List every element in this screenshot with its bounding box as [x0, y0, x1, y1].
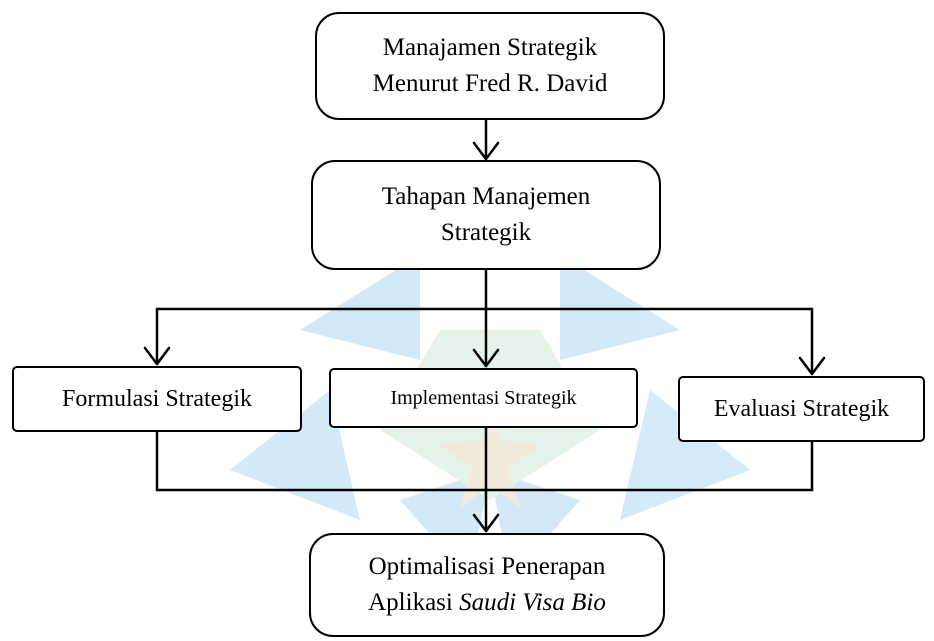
arrowhead-formulasi	[143, 346, 171, 366]
box-implementasi-label: Implementasi Strategik	[390, 386, 577, 409]
box-manajemen-line1: Manajamen Strategik	[382, 33, 598, 61]
box-tahapan-manajemen: Tahapan Manajemen Strategik	[311, 160, 661, 270]
box-formulasi-strategik: Formulasi Strategik	[12, 366, 302, 432]
arrowhead-evaluasi	[798, 356, 826, 376]
connectors	[143, 118, 826, 533]
box-implementasi-strategik: Implementasi Strategik	[329, 368, 638, 428]
box-optimalisasi-app-name: Saudi Visa Bio	[459, 589, 606, 616]
box-optimalisasi-line2: Aplikasi Saudi Visa Bio	[368, 585, 606, 621]
box-optimalisasi-line1: Optimalisasi Penerapan	[368, 552, 606, 580]
arrowhead-optimalisasi	[472, 513, 500, 533]
box-optimalisasi-line2-plain: Aplikasi	[368, 589, 460, 616]
box-optimalisasi-penerapan: Optimalisasi Penerapan Aplikasi Saudi Vi…	[309, 533, 665, 637]
arrowhead-implementasi	[472, 348, 500, 368]
box-evaluasi-label: Evaluasi Strategik	[713, 395, 890, 422]
box-formulasi-label: Formulasi Strategik	[62, 385, 252, 412]
arrowhead-tahapan	[472, 141, 500, 161]
box-manajemen-line2: Menurut Fred R. David	[372, 70, 608, 97]
box-evaluasi-strategik: Evaluasi Strategik	[678, 376, 925, 442]
box-tahapan-line1: Tahapan Manajemen	[381, 182, 591, 210]
box-tahapan-line2: Strategik	[440, 219, 532, 246]
box-manajemen-strategik: Manajamen Strategik Menurut Fred R. Davi…	[315, 12, 665, 120]
